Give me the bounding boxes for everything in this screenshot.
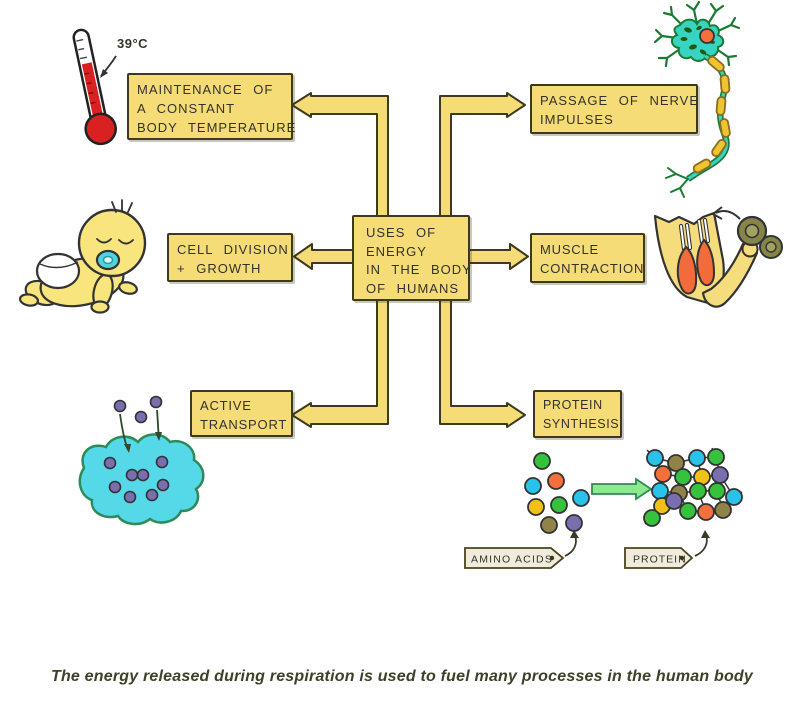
connector-bottom-left [291,298,389,428]
protein-tag: PROTEIN [624,530,710,569]
neuron-illustration [653,0,741,198]
biceps-muscle [676,245,698,295]
node-line: TRANSPORT [200,417,288,432]
molecules-outside [113,395,163,424]
amino-acid-beads [524,452,590,534]
center-box-line: USES OF [366,225,437,240]
muscle-arm-illustration [653,206,783,308]
diagram-caption: The energy released during respiration i… [50,668,754,685]
node-line: CELL DIVISION [177,242,289,257]
synthesis-arrow [591,477,653,501]
connector-top-left [291,92,389,217]
node-line: A CONSTANT [137,101,236,116]
baby-head [77,208,147,278]
transport-arrows [119,409,162,453]
protein-tag-label: PROTEIN [633,554,687,566]
baby-diaper [35,252,81,290]
node-box-cell-division: CELL DIVISION + GROWTH [167,233,293,282]
center-box-line: OF HUMANS [366,280,459,296]
node-box-protein-synthesis: PROTEIN SYNTHESIS [533,390,622,438]
center-box-line: ENERGY [366,243,427,259]
node-line: SYNTHESIS [543,417,620,431]
motion-arrow [711,206,741,220]
node-line: PASSAGE OF NERVE [540,93,700,108]
node-line: MAINTENANCE OF [137,82,274,97]
molecules-inside [103,455,170,504]
node-box-temperature: MAINTENANCE OF A CONSTANT BODY TEMPERATU… [127,73,297,140]
connector-bottom-right [439,298,526,428]
myelin-sheaths [692,55,731,174]
connector-arrows [291,92,529,428]
connector-mid-left [293,243,354,270]
second-muscle [696,238,716,287]
neuron-nucleus [699,28,715,44]
thermometer-reading-label: 39°C [117,36,148,51]
thermometer-illustration: 39°C [72,28,148,146]
node-line: MUSCLE [540,242,599,257]
thermometer-pointer-arrow [100,55,117,78]
connector-mid-right [468,243,529,270]
node-box-active-transport: ACTIVE TRANSPORT [190,390,293,437]
protein-synthesis-illustration: AMINO ACIDS PROTEIN [464,447,743,569]
node-box-muscle-contraction: MUSCLE CONTRACTION [530,233,645,283]
connector-top-right [439,92,526,217]
protein-beads [643,448,743,527]
amino-acids-tag-label: AMINO ACIDS [471,554,553,566]
node-line: IMPULSES [540,112,614,127]
node-box-nerve-impulses: PASSAGE OF NERVE IMPULSES [530,84,698,134]
node-line: BODY TEMPERATURE [137,120,297,135]
baby-illustration [18,199,147,314]
active-transport-illustration [78,395,205,526]
center-box-line: IN THE BODY [366,262,472,277]
nissl-spots [680,25,715,55]
node-line: CONTRACTION [540,261,645,276]
amino-acids-tag: AMINO ACIDS [464,530,579,569]
node-line: ACTIVE [200,398,252,413]
center-box-uses-of-energy: USES OF ENERGY IN THE BODY OF HUMANS [352,215,472,301]
node-line: PROTEIN [543,398,603,412]
node-line: + GROWTH [177,261,262,276]
